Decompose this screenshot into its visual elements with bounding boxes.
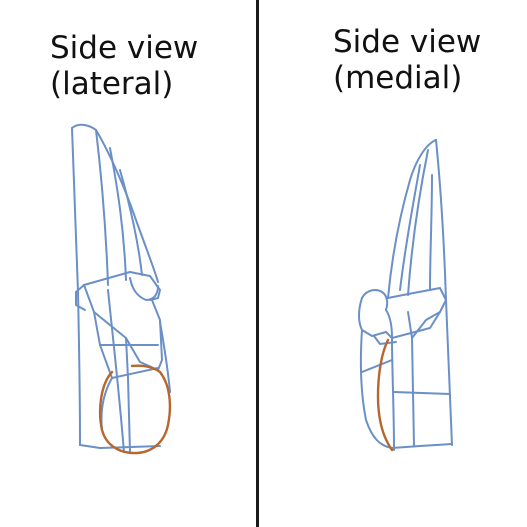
medial-view-sketch <box>358 139 453 452</box>
right-panel-label: Side view (medial) <box>333 24 481 96</box>
left-label-line1: Side view <box>50 30 199 66</box>
lateral-view-highlight <box>98 364 172 455</box>
lateral-view-sketch <box>71 123 172 455</box>
panel-divider <box>256 0 259 527</box>
left-panel-label: Side view (lateral) <box>50 30 198 102</box>
medial-view-outline <box>358 139 453 451</box>
right-label-line2: (medial) <box>333 60 463 96</box>
right-label-line1: Side view <box>333 24 482 60</box>
medial-view-highlight <box>376 338 394 452</box>
left-label-line2: (lateral) <box>50 66 174 102</box>
lateral-view-outline <box>71 123 171 453</box>
